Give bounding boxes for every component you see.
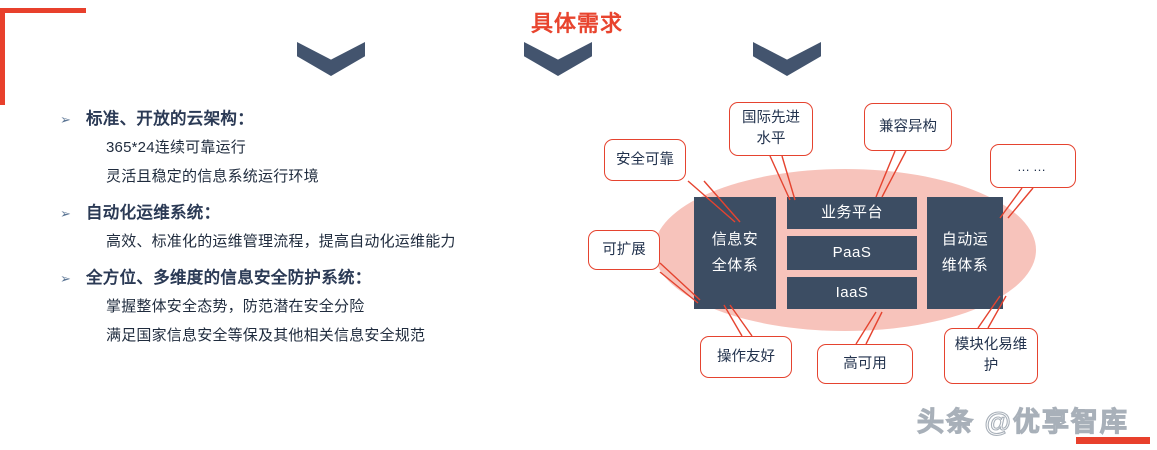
callout-secure-reliable[interactable]: 安全可靠 bbox=[604, 139, 686, 181]
architecture-layer-iaas: IaaS bbox=[787, 277, 917, 309]
bullet-arrow-icon: ➢ bbox=[60, 206, 72, 221]
list-item: ➢ 全方位、多维度的信息安全防护系统： 掌握整体安全态势，防范潜在安全分险 满足… bbox=[60, 265, 540, 350]
architecture-layer-business: 业务平台 bbox=[787, 197, 917, 229]
watermark-red-bar bbox=[1076, 437, 1150, 444]
bullet-arrow-icon: ➢ bbox=[60, 271, 72, 286]
architecture-pillar-ops: 自动运维体系 bbox=[927, 197, 1003, 309]
bullet-detail-line: 满足国家信息安全等保及其他相关信息安全规范 bbox=[106, 327, 426, 344]
bullet-heading-text: 标准、开放的云架构： bbox=[86, 110, 254, 128]
callout-scalable[interactable]: 可扩展 bbox=[588, 230, 660, 270]
bullet-detail-line: 高效、标准化的运维管理流程，提高自动化运维能力 bbox=[106, 233, 456, 250]
bullet-heading-row: ➢ 自动化运维系统： bbox=[60, 200, 540, 227]
bullet-detail-line: 掌握整体安全态势，防范潜在安全分险 bbox=[106, 298, 365, 315]
list-item: ➢ 自动化运维系统： 高效、标准化的运维管理流程，提高自动化运维能力 bbox=[60, 200, 540, 256]
watermark-text: 头条 @优享智库 bbox=[916, 406, 1129, 437]
bullet-detail-line: 灵活且稳定的信息系统运行环境 bbox=[106, 168, 319, 185]
architecture-pillar-security: 信息安全体系 bbox=[694, 197, 776, 309]
bullet-heading-row: ➢ 标准、开放的云架构： bbox=[60, 106, 540, 133]
page-title: 具体需求 bbox=[530, 11, 623, 36]
callout-modular-maintain[interactable]: 模块化易维护 bbox=[944, 328, 1038, 384]
callout-user-friendly[interactable]: 操作友好 bbox=[700, 336, 792, 378]
callout-heterogeneous[interactable]: 兼容异构 bbox=[864, 103, 952, 151]
bullet-heading-row: ➢ 全方位、多维度的信息安全防护系统： bbox=[60, 265, 540, 292]
requirements-list: ➢ 标准、开放的云架构： 365*24连续可靠运行 灵活且稳定的信息系统运行环境… bbox=[60, 106, 540, 359]
bullet-heading-text: 自动化运维系统： bbox=[86, 204, 221, 222]
callout-high-availability[interactable]: 高可用 bbox=[817, 344, 913, 384]
callout-international[interactable]: 国际先进水平 bbox=[729, 102, 813, 156]
list-item: ➢ 标准、开放的云架构： 365*24连续可靠运行 灵活且稳定的信息系统运行环境 bbox=[60, 106, 540, 191]
bullet-heading-text: 全方位、多维度的信息安全防护系统： bbox=[86, 269, 372, 287]
callout-more-ellipsis[interactable]: …… bbox=[990, 144, 1076, 188]
architecture-layer-paas: PaaS bbox=[787, 236, 917, 270]
bullet-detail-line: 365*24连续可靠运行 bbox=[106, 139, 246, 156]
bullet-arrow-icon: ➢ bbox=[60, 112, 72, 127]
corner-bracket-decoration bbox=[0, 8, 86, 105]
